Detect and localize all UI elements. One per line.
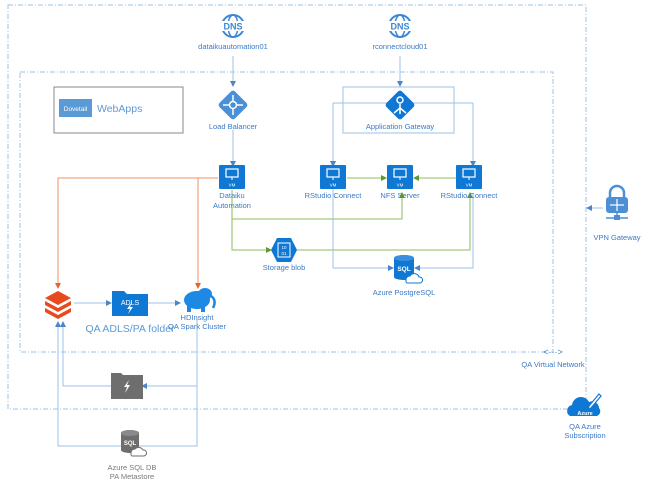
storage-blob-label: Storage blob: [263, 263, 306, 272]
sql-icon: SQL: [124, 441, 137, 447]
vm-badge: VM: [330, 183, 337, 188]
link-rstudio1-pg: [332, 193, 394, 271]
vm-node-rstudio-2[interactable]: VM: [456, 165, 482, 189]
hdinsight-label-2: QA Spark Cluster: [168, 322, 226, 331]
blob-glyph-top: 10: [281, 245, 287, 250]
subscription-label-1: QA Azure: [569, 422, 601, 431]
dovetail-badge: Dovetail: [64, 106, 88, 113]
dns-node-1[interactable]: DNS: [221, 14, 245, 38]
postgres-node[interactable]: SQL: [394, 255, 424, 284]
vm-node-nfs[interactable]: VM: [387, 165, 413, 189]
vpn-gateway-node[interactable]: [606, 184, 628, 220]
load-balancer-label: Load Balancer: [209, 122, 258, 131]
adls-label: QA ADLS/PA folder: [85, 323, 175, 335]
link-dataiku-nfs: [231, 190, 405, 220]
load-balancer-icon: [223, 95, 243, 115]
vm-label-rstudio-1: RStudio Connect: [305, 191, 363, 200]
link-dataiku-databricks: [55, 177, 218, 289]
dns-node-2[interactable]: DNS: [388, 14, 412, 38]
link-rstudio2-pg: [414, 193, 474, 271]
app-gateway-label: Application Gateway: [366, 122, 435, 131]
vm-node-rstudio-1[interactable]: VM: [320, 165, 346, 189]
dns-globe-icon: DNS: [223, 22, 242, 32]
sql-db-node[interactable]: SQL: [121, 430, 148, 457]
blob-glyph-bottom: 01: [281, 251, 287, 256]
pencil-icon: [587, 393, 602, 410]
load-balancer-node[interactable]: [217, 89, 248, 120]
vm-label-nfs: NFS Server: [380, 191, 420, 200]
vm-badge: VM: [466, 183, 473, 188]
sql-db-label-2: PA Metastore: [110, 472, 154, 481]
hdinsight-node[interactable]: [184, 288, 216, 312]
subscription-boundary: [7, 4, 587, 410]
cloud-icon: [130, 446, 148, 457]
webapps-box[interactable]: Dovetail WebApps: [53, 86, 184, 134]
sql-db-label-1: Azure SQL DB: [108, 463, 157, 472]
vm-node-dataiku[interactable]: VM: [219, 165, 245, 189]
webapps-label: WebApps: [97, 103, 142, 115]
vm-label-rstudio-2: RStudio Connect: [441, 191, 499, 200]
sql-icon: SQL: [397, 266, 410, 273]
hdinsight-label-1: HDInsight: [181, 313, 215, 322]
databricks-icon: [45, 291, 71, 319]
link-dataiku-blob: [231, 219, 272, 253]
data-lake-folder-icon: [124, 380, 130, 393]
vm-label-dataiku-2: Automation: [213, 201, 251, 210]
adls-glyph: ADLS: [121, 300, 140, 307]
blob-icon: [277, 242, 291, 258]
cloud-icon: [405, 273, 424, 284]
hdinsight-elephant-icon: [184, 288, 216, 312]
adls-node[interactable]: ADLS: [112, 291, 148, 316]
vm-badge: VM: [229, 183, 236, 188]
postgres-label: Azure PostgreSQL: [373, 288, 436, 297]
app-gateway-box: [342, 86, 455, 134]
lightning-icon: [127, 302, 133, 314]
dns-label-2: rconnectcloud01: [372, 42, 427, 51]
vnet-boundary: [19, 71, 554, 353]
vnet-label: QA Virtual Network: [521, 360, 584, 369]
vm-label-dataiku-1: Dataiku: [219, 191, 244, 200]
subscription-label-2: Subscription: [564, 431, 605, 440]
databricks-node[interactable]: [45, 291, 71, 319]
gray-folder-node[interactable]: [111, 373, 143, 399]
azure-cloud-icon: Azure: [577, 411, 592, 417]
link-folder-databricks: [60, 321, 112, 387]
vpn-lock-icon: [610, 199, 624, 211]
link-blob-rstudio2: [296, 192, 473, 251]
application-gateway-icon: [393, 96, 407, 114]
dns-globe-icon: DNS: [390, 22, 409, 32]
subscription-node[interactable]: Azure: [567, 393, 602, 417]
storage-blob-node[interactable]: 10 01: [271, 238, 297, 262]
app-gateway-node[interactable]: [384, 89, 415, 120]
vm-badge: VM: [397, 183, 404, 188]
vpn-gateway-label: VPN Gateway: [593, 233, 640, 242]
dns-label-1: dataikuautomation01: [198, 42, 268, 51]
vnet-icon: <···>: [543, 347, 563, 357]
